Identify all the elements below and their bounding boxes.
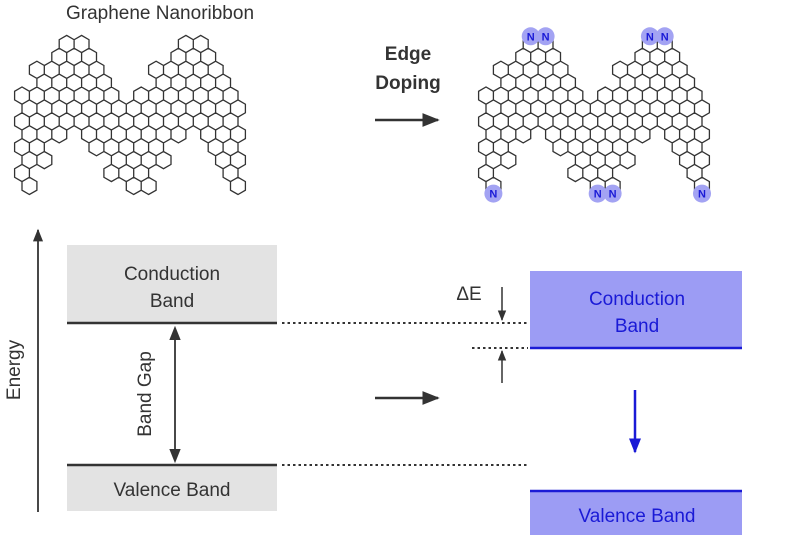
doped-conduction-label-line1: Conduction — [589, 289, 685, 310]
nitrogen-atom-label: N — [489, 189, 497, 201]
pristine-valence-band — [67, 465, 277, 511]
graphene-nanoribbon-structure — [13, 34, 247, 196]
pristine-valence-label: Valence Band — [114, 480, 231, 501]
nitrogen-atom-label: N — [542, 31, 550, 43]
pristine-conduction-band — [67, 245, 277, 323]
ribbon-title: Graphene Nanoribbon — [66, 3, 254, 24]
doped-valence-label: Valence Band — [579, 506, 696, 527]
process-label-line2: Doping — [375, 73, 440, 94]
hexagon-lattice — [477, 34, 711, 196]
nitrogen-dopant-marker — [655, 27, 674, 46]
pristine-conduction-label-line1: Conduction — [124, 264, 220, 285]
nitrogen-atom-label: N — [609, 189, 617, 201]
delta-e-label: ΔE — [456, 284, 481, 305]
pristine-conduction-label-line2: Band — [150, 291, 194, 312]
nitrogen-atom-label: N — [646, 31, 654, 43]
nitrogen-dopant-marker — [588, 184, 607, 203]
energy-axis-label: Energy — [4, 339, 25, 400]
nitrogen-dopant-marker — [640, 27, 659, 46]
doped-valence-band — [530, 491, 742, 535]
doped-conduction-label-line2: Band — [615, 316, 659, 337]
doped-conduction-band — [530, 271, 742, 348]
band-gap-label: Band Gap — [135, 351, 156, 437]
nitrogen-atom-label: N — [661, 31, 669, 43]
nitrogen-atom-label: N — [527, 31, 535, 43]
nitrogen-dopant-marker — [536, 27, 555, 46]
hexagon-lattice — [13, 34, 247, 196]
nitrogen-dopant-marker — [521, 27, 540, 46]
nitrogen-dopant-marker — [693, 184, 711, 203]
nitrogen-atom-label: N — [594, 189, 602, 201]
process-label-line1: Edge — [385, 44, 431, 65]
nitrogen-dopant-marker — [484, 184, 503, 203]
nitrogen-dopant-marker — [603, 184, 622, 203]
nitrogen-atom-label: N — [698, 189, 706, 201]
